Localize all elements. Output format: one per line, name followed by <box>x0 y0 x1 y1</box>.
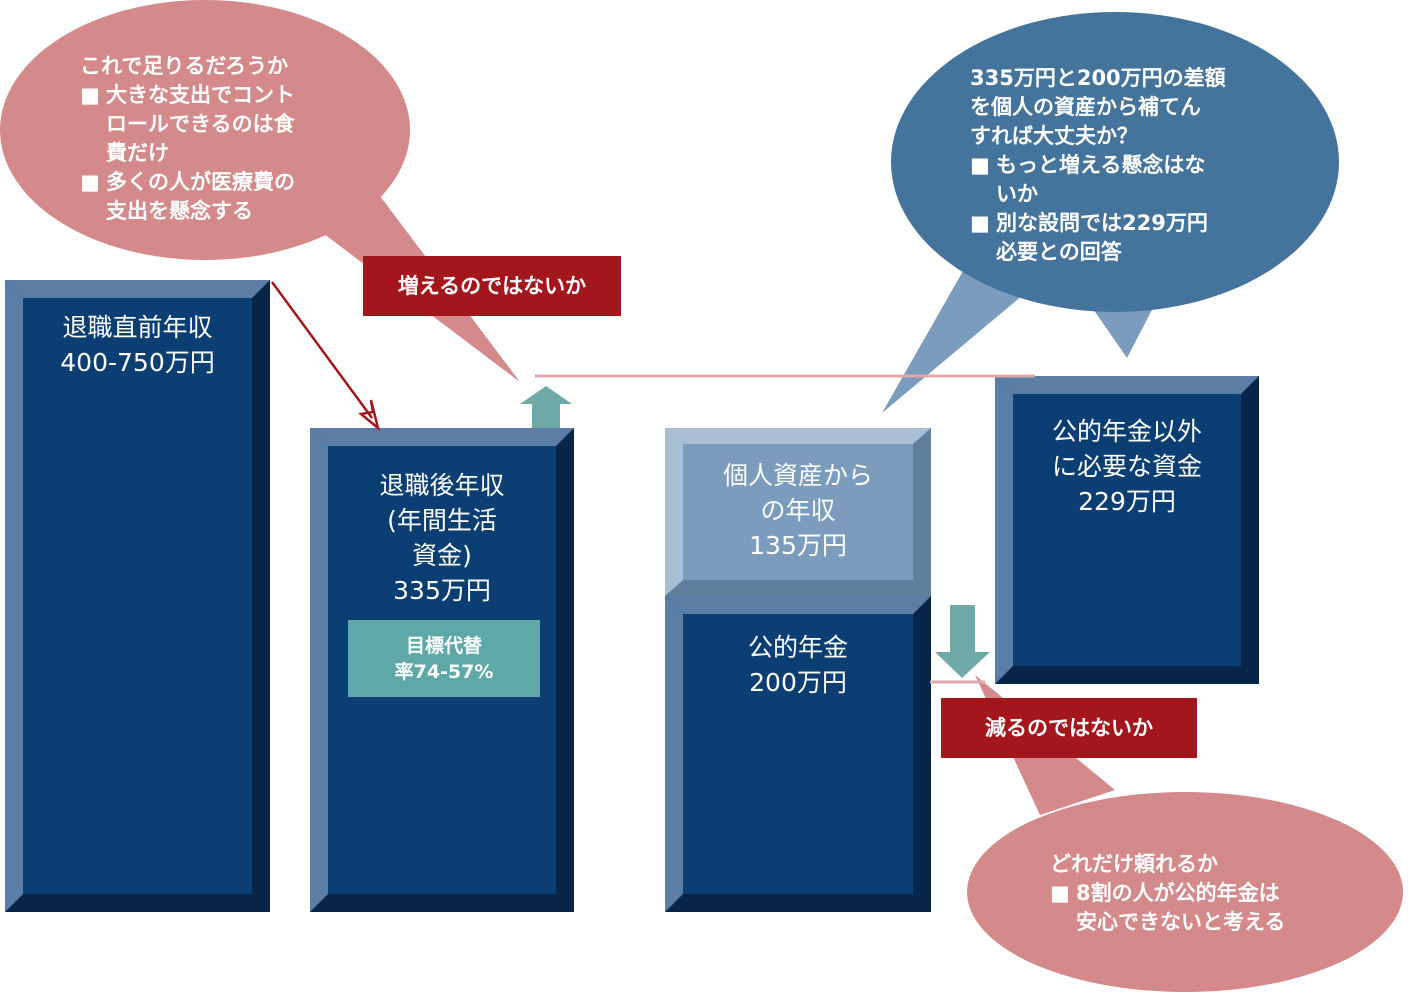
up-arrow-icon <box>520 386 572 428</box>
top-right-bubble-text: 335万円と200万円の差額 を個人の資産から補てん すれば大丈夫か？ ■ もっ… <box>970 64 1270 267</box>
personal-assets-line-1: 個人資産から <box>722 461 873 490</box>
top-right-item-1-line-1: もっと増える懸念はな <box>996 153 1206 177</box>
top-right-bubble-item-2: ■ 別な設問では229万円 必要との回答 <box>970 209 1270 267</box>
bullet-icon: ■ <box>80 83 100 107</box>
bottom-right-bubble-item-1: ■ 8割の人が公的年金は 安心できないと考える <box>1050 879 1360 937</box>
top-left-item-2-line-2: 支出を懸念する <box>106 199 253 223</box>
personal-assets-line-3: 135万円 <box>749 531 847 560</box>
personal-assets-block <box>665 428 931 596</box>
post-retirement-text: 退職後年収 (年間生活 資金) 335万円 <box>328 468 556 608</box>
bullet-icon: ■ <box>970 153 990 177</box>
pre-retirement-line-2: 400-750万円 <box>60 348 215 377</box>
bottom-right-item-1-line-2: 安心できないと考える <box>1076 910 1286 934</box>
decrease-label: 減るのではないか <box>941 698 1197 758</box>
pre-retirement-block <box>5 280 270 912</box>
top-right-item-2-line-1: 別な設問では229万円 <box>996 211 1208 235</box>
personal-assets-line-2: の年収 <box>760 496 836 525</box>
other-funds-text: 公的年金以外 に必要な資金 229万円 <box>1013 414 1241 519</box>
top-left-bubble-text: これで足りるだろうか ■ 大きな支出でコント ロールできるのは食 費だけ ■ 多… <box>80 52 370 226</box>
other-funds-line-2: に必要な資金 <box>1051 452 1202 481</box>
other-funds-line-3: 229万円 <box>1078 487 1176 516</box>
top-right-item-1-line-2: いか <box>996 182 1038 206</box>
top-left-item-1-line-2: ロールできるのは食 <box>106 112 295 136</box>
top-left-item-2-line-1: 多くの人が医療費の <box>106 170 295 194</box>
bottom-right-item-1-line-1: 8割の人が公的年金は <box>1076 881 1280 905</box>
public-pension-line-2: 200万円 <box>749 668 847 697</box>
top-left-item-1-line-1: 大きな支出でコント <box>106 83 295 107</box>
target-replacement-rate-box: 目標代替 率74-57% <box>348 620 540 697</box>
diagonal-arrow-head-icon <box>358 399 381 432</box>
other-funds-block <box>995 376 1259 684</box>
top-right-item-2-line-2: 必要との回答 <box>996 240 1122 264</box>
bullet-icon: ■ <box>970 211 990 235</box>
bottom-right-bubble-title: どれだけ頼れるか <box>1050 852 1218 876</box>
top-left-bubble-item-1: ■ 大きな支出でコント ロールできるのは食 費だけ <box>80 81 370 168</box>
public-pension-line-1: 公的年金 <box>747 633 848 662</box>
public-pension-block <box>665 596 931 912</box>
top-right-speech-bubble <box>882 12 1339 413</box>
post-retirement-line-3: 資金) <box>412 541 472 570</box>
top-left-item-1-line-3: 費だけ <box>106 141 169 165</box>
public-pension-text: 公的年金 200万円 <box>683 630 913 700</box>
bullet-icon: ■ <box>1050 881 1070 905</box>
down-arrow-icon <box>935 605 990 678</box>
top-right-bubble-item-1: ■ もっと増える懸念はな いか <box>970 151 1270 209</box>
diagonal-arrow-line <box>270 281 374 419</box>
personal-assets-text: 個人資産から の年収 135万円 <box>683 458 913 563</box>
top-right-title-line-2: を個人の資産から補てん <box>970 95 1201 119</box>
other-funds-line-1: 公的年金以外 <box>1051 417 1202 446</box>
top-right-title-line-3: すれば大丈夫か？ <box>970 124 1138 148</box>
increase-label: 増えるのではないか <box>363 256 621 316</box>
pre-retirement-text: 退職直前年収 400-750万円 <box>23 310 252 380</box>
bullet-icon: ■ <box>80 170 100 194</box>
top-right-title-line-1: 335万円と200万円の差額 <box>970 66 1226 90</box>
pre-retirement-line-1: 退職直前年収 <box>62 313 213 342</box>
bottom-right-bubble-text: どれだけ頼れるか ■ 8割の人が公的年金は 安心できないと考える <box>1050 850 1360 937</box>
target-line-1: 目標代替 <box>405 635 482 657</box>
top-left-bubble-item-2: ■ 多くの人が医療費の 支出を懸念する <box>80 168 370 226</box>
post-retirement-line-1: 退職後年収 <box>379 471 505 500</box>
post-retirement-line-2: (年間生活 <box>387 506 497 535</box>
target-line-2: 率74-57% <box>394 661 494 683</box>
post-retirement-line-4: 335万円 <box>393 576 491 605</box>
top-left-bubble-title: これで足りるだろうか <box>80 54 289 78</box>
